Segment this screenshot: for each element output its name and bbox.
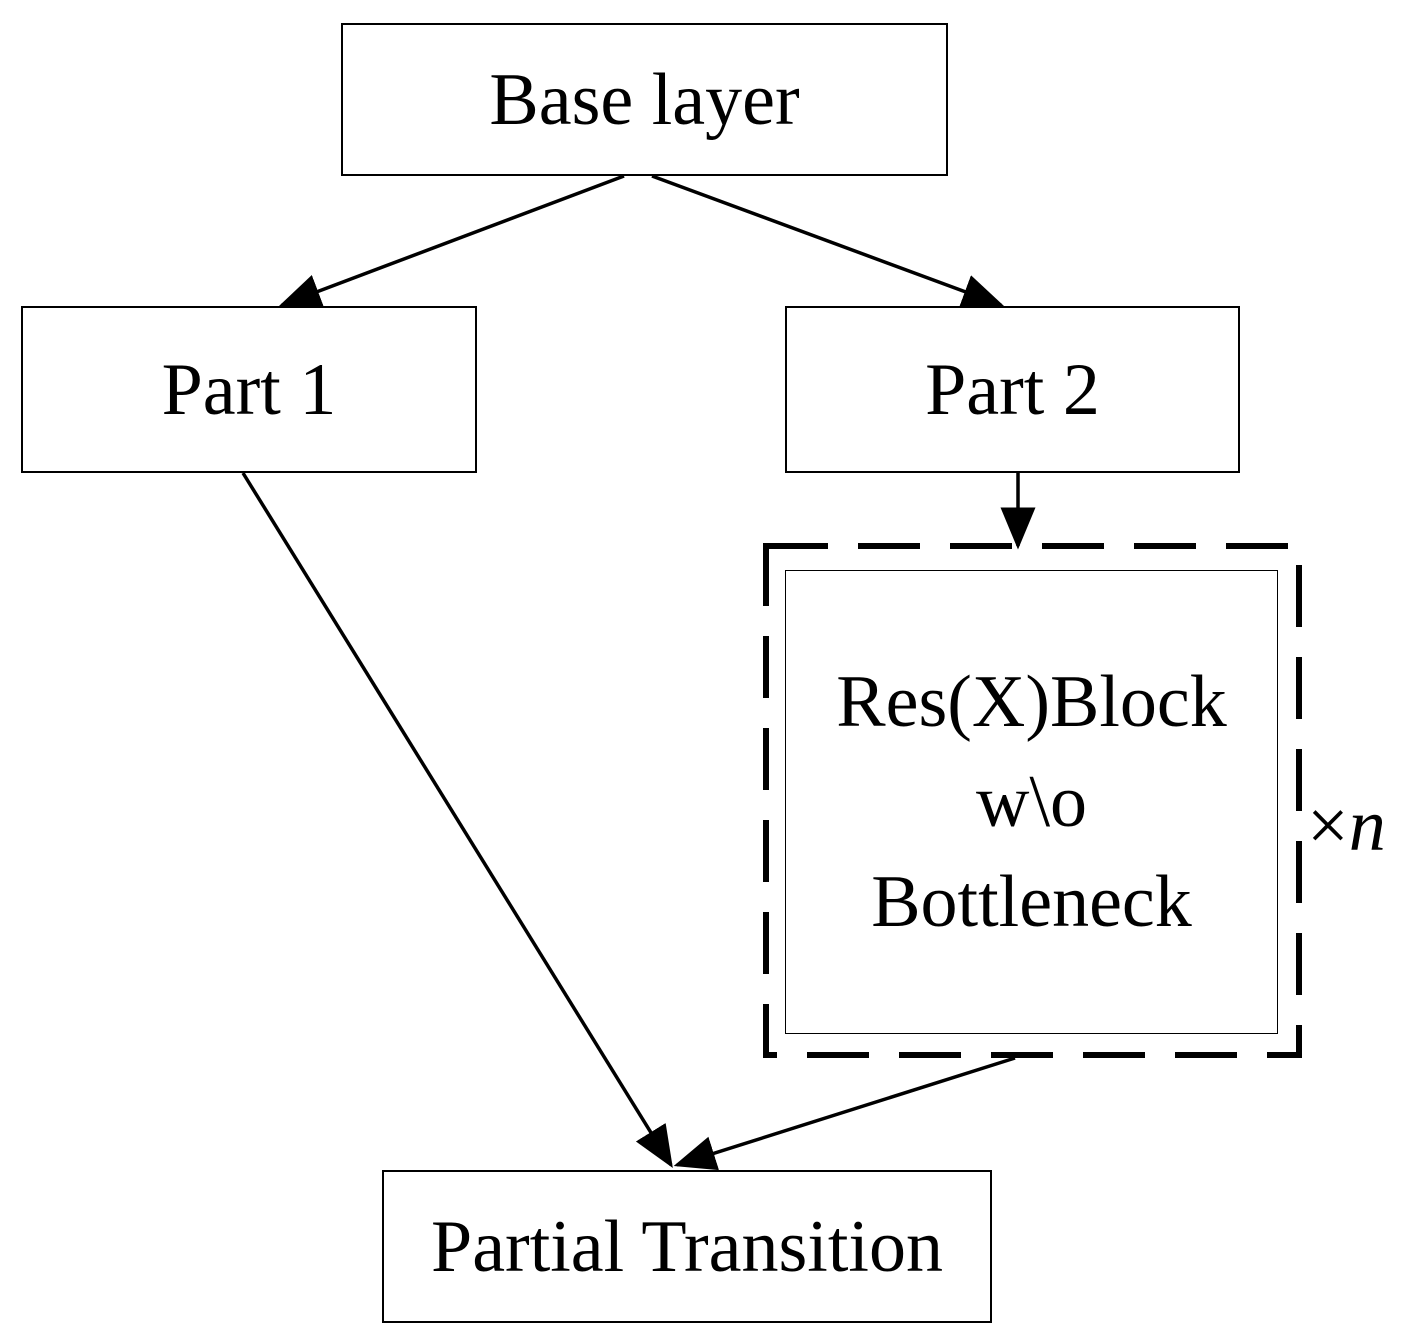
part2-node: Part 2	[785, 306, 1240, 473]
resblock-label-line1: Res(X)Block	[836, 661, 1227, 743]
base-layer-node: Base layer	[341, 23, 948, 176]
repeat-count-label: ×n	[1303, 786, 1390, 866]
resblock-label-line3: Bottleneck	[871, 861, 1192, 943]
edge-block-to-transition	[673, 1056, 1016, 1171]
partial-transition-label: Partial Transition	[431, 1205, 943, 1288]
part1-label: Part 1	[161, 348, 337, 431]
part2-label: Part 2	[925, 348, 1100, 431]
edge-part1-to-transition	[241, 472, 673, 1168]
partial-transition-node: Partial Transition	[382, 1170, 992, 1323]
part1-node: Part 1	[21, 306, 477, 473]
repeat-frame-dashed	[763, 543, 1302, 1058]
repeat-variable: n	[1348, 785, 1386, 867]
resblock-node: Res(X)Block w\o Bottleneck	[785, 570, 1278, 1034]
resblock-label-line2: w\o	[976, 761, 1087, 843]
edge-base-to-part1	[278, 174, 625, 308]
edge-base-to-part2	[651, 174, 1005, 309]
base-layer-label: Base layer	[489, 58, 800, 141]
repeat-symbol: ×	[1307, 785, 1349, 867]
